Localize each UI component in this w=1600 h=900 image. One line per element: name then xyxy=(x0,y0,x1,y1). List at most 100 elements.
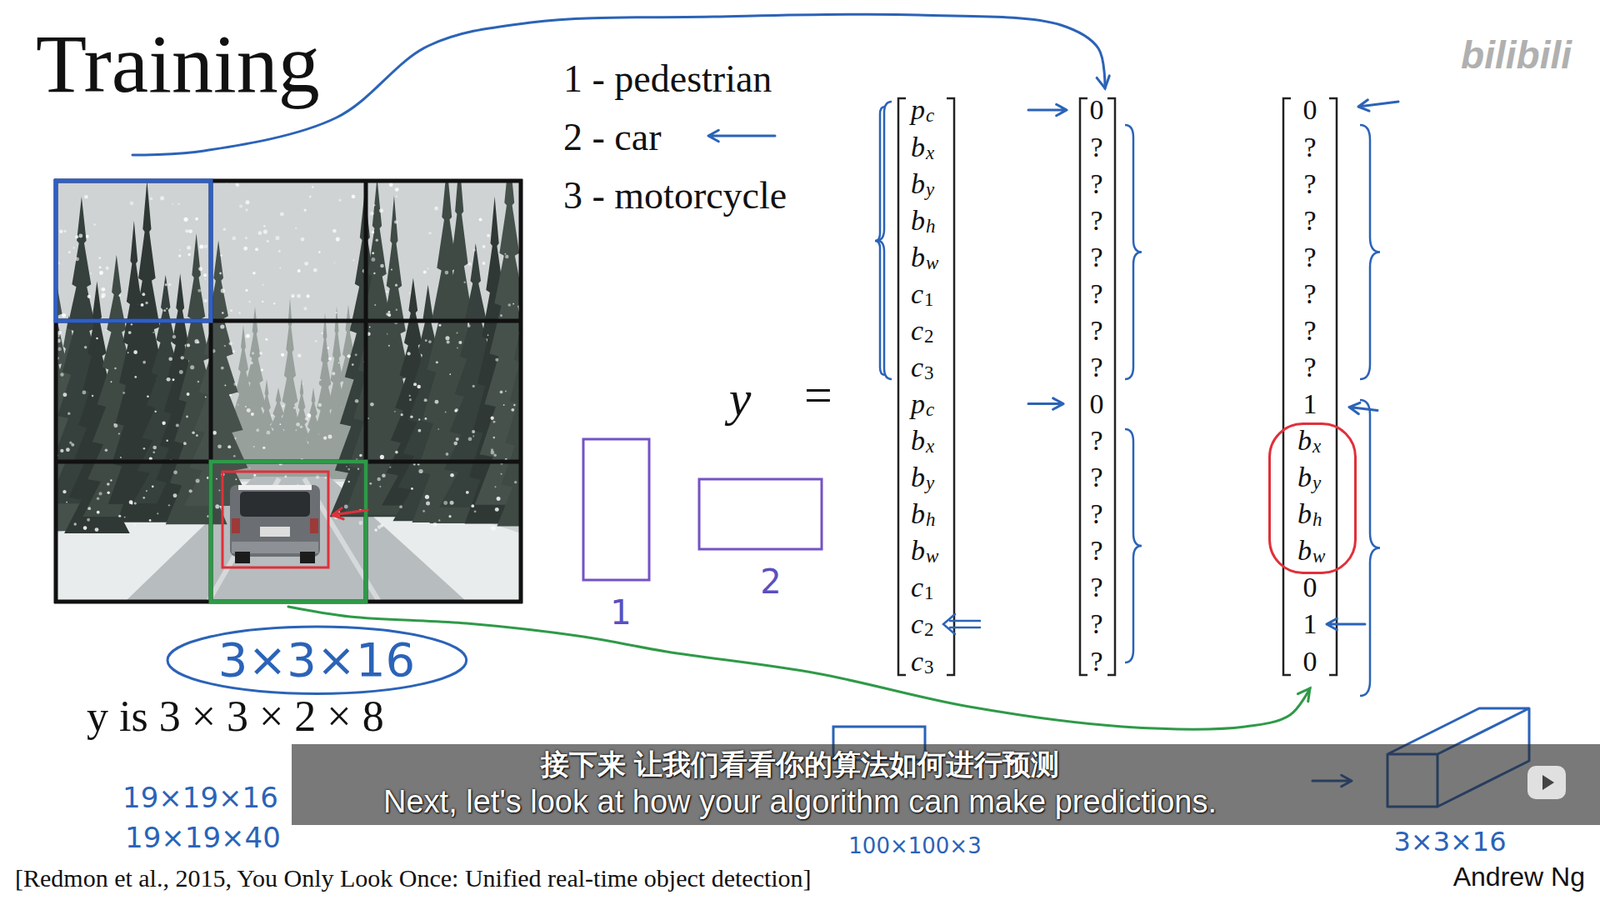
snow-flake xyxy=(245,289,248,292)
snow-flake xyxy=(467,324,471,328)
snow-flake xyxy=(106,482,110,486)
snow-flake xyxy=(513,404,515,406)
snow-flake xyxy=(353,259,355,261)
snow-flake xyxy=(98,256,101,260)
snow-flake xyxy=(68,250,71,254)
snow-flake xyxy=(171,203,174,205)
snow-flake xyxy=(323,436,327,440)
snow-flake xyxy=(410,415,413,418)
anchor-box xyxy=(699,479,822,550)
snow-flake xyxy=(325,476,328,480)
snow-flake xyxy=(297,269,301,273)
vector-symbol: c xyxy=(910,277,924,310)
vector-entry: ? xyxy=(1303,277,1316,310)
car-body xyxy=(230,485,320,557)
snow-flake xyxy=(75,235,79,239)
snow-flake xyxy=(152,445,157,450)
snow-flake xyxy=(348,480,350,483)
snow-flake xyxy=(399,505,403,509)
snow-flake xyxy=(454,409,458,413)
vector-entry: ? xyxy=(1090,314,1103,347)
snow-flake xyxy=(345,465,348,468)
snow-flake xyxy=(472,385,475,388)
class-list-item: 1 - pedestrian xyxy=(563,57,772,102)
snow-flake xyxy=(230,309,233,312)
car-wheel xyxy=(235,551,250,564)
snow-flake xyxy=(262,446,265,450)
snow-flake xyxy=(479,217,483,221)
snow-flake xyxy=(250,361,254,365)
snow-flake xyxy=(465,490,470,495)
snow-flake xyxy=(387,313,391,317)
snow-flake xyxy=(261,284,264,286)
snow-flake xyxy=(468,262,472,266)
snow-flake xyxy=(101,287,106,292)
snow-flake xyxy=(246,334,250,337)
snow-flake xyxy=(60,449,64,453)
snow-flake xyxy=(400,413,404,416)
snow-flake xyxy=(62,392,67,397)
snow-flake xyxy=(456,331,459,334)
snow-flake xyxy=(409,398,412,401)
snow-flake xyxy=(507,303,511,307)
snow-flake xyxy=(190,365,195,370)
snow-flake xyxy=(141,292,145,296)
snow-flake xyxy=(122,391,125,395)
snow-flake xyxy=(409,395,411,397)
snow-flake xyxy=(389,466,391,469)
snow-flake xyxy=(494,485,496,488)
snow-flake xyxy=(163,309,166,312)
snow-flake xyxy=(188,229,193,234)
curly-brace xyxy=(1125,125,1142,380)
snow-flake xyxy=(388,345,390,347)
snow-flake xyxy=(84,345,87,349)
snow-flake xyxy=(300,425,304,429)
vector-entry: ? xyxy=(1090,497,1103,530)
vector-subscript: c xyxy=(925,105,935,127)
snow-flake xyxy=(304,209,307,212)
snow-flake xyxy=(173,493,178,498)
snow-flake xyxy=(347,354,351,358)
snow-flake xyxy=(514,480,517,484)
snow-flake xyxy=(195,434,199,437)
snow-flake xyxy=(455,408,459,412)
snow-flake xyxy=(261,300,264,303)
snow-flake xyxy=(215,478,218,480)
snow-flake xyxy=(186,245,191,250)
snow-flake xyxy=(221,311,224,314)
circled-note: 3×3×16 xyxy=(165,625,469,695)
snow-flake xyxy=(435,400,440,405)
snow-flake xyxy=(146,395,150,399)
snow-flake xyxy=(395,187,400,192)
snow-flake xyxy=(379,485,381,488)
snow-flake xyxy=(61,313,66,318)
snow-flake xyxy=(203,273,207,277)
vector-symbol: b xyxy=(910,424,925,457)
snow-flake xyxy=(359,454,362,457)
snow-flake xyxy=(60,372,64,376)
snow-flake xyxy=(495,507,500,512)
snow-flake xyxy=(486,234,490,238)
snow-flake xyxy=(335,237,340,242)
vector-entry: ? xyxy=(1090,607,1103,640)
snow-flake xyxy=(235,183,240,187)
vector-subscript: 2 xyxy=(924,325,935,348)
snow-flake xyxy=(490,527,492,530)
vector-symbol: p xyxy=(910,387,925,420)
snow-flake xyxy=(233,382,237,386)
snow-flake xyxy=(134,501,137,505)
snow-flake xyxy=(418,418,420,420)
vector-symbol: b xyxy=(910,497,925,530)
vector-entry: ? xyxy=(1090,350,1103,384)
vector-subscript: 3 xyxy=(924,362,935,385)
equation-symbol: = xyxy=(804,366,833,425)
snow-flake xyxy=(318,403,322,407)
snow-flake xyxy=(311,185,315,189)
snow-flake xyxy=(189,489,193,493)
pointer-arrow xyxy=(943,614,980,635)
snow-flake xyxy=(128,330,132,335)
car-light xyxy=(231,518,240,534)
snow-flake xyxy=(487,334,490,336)
snow-flake xyxy=(473,248,476,251)
snow-flake xyxy=(512,303,515,305)
